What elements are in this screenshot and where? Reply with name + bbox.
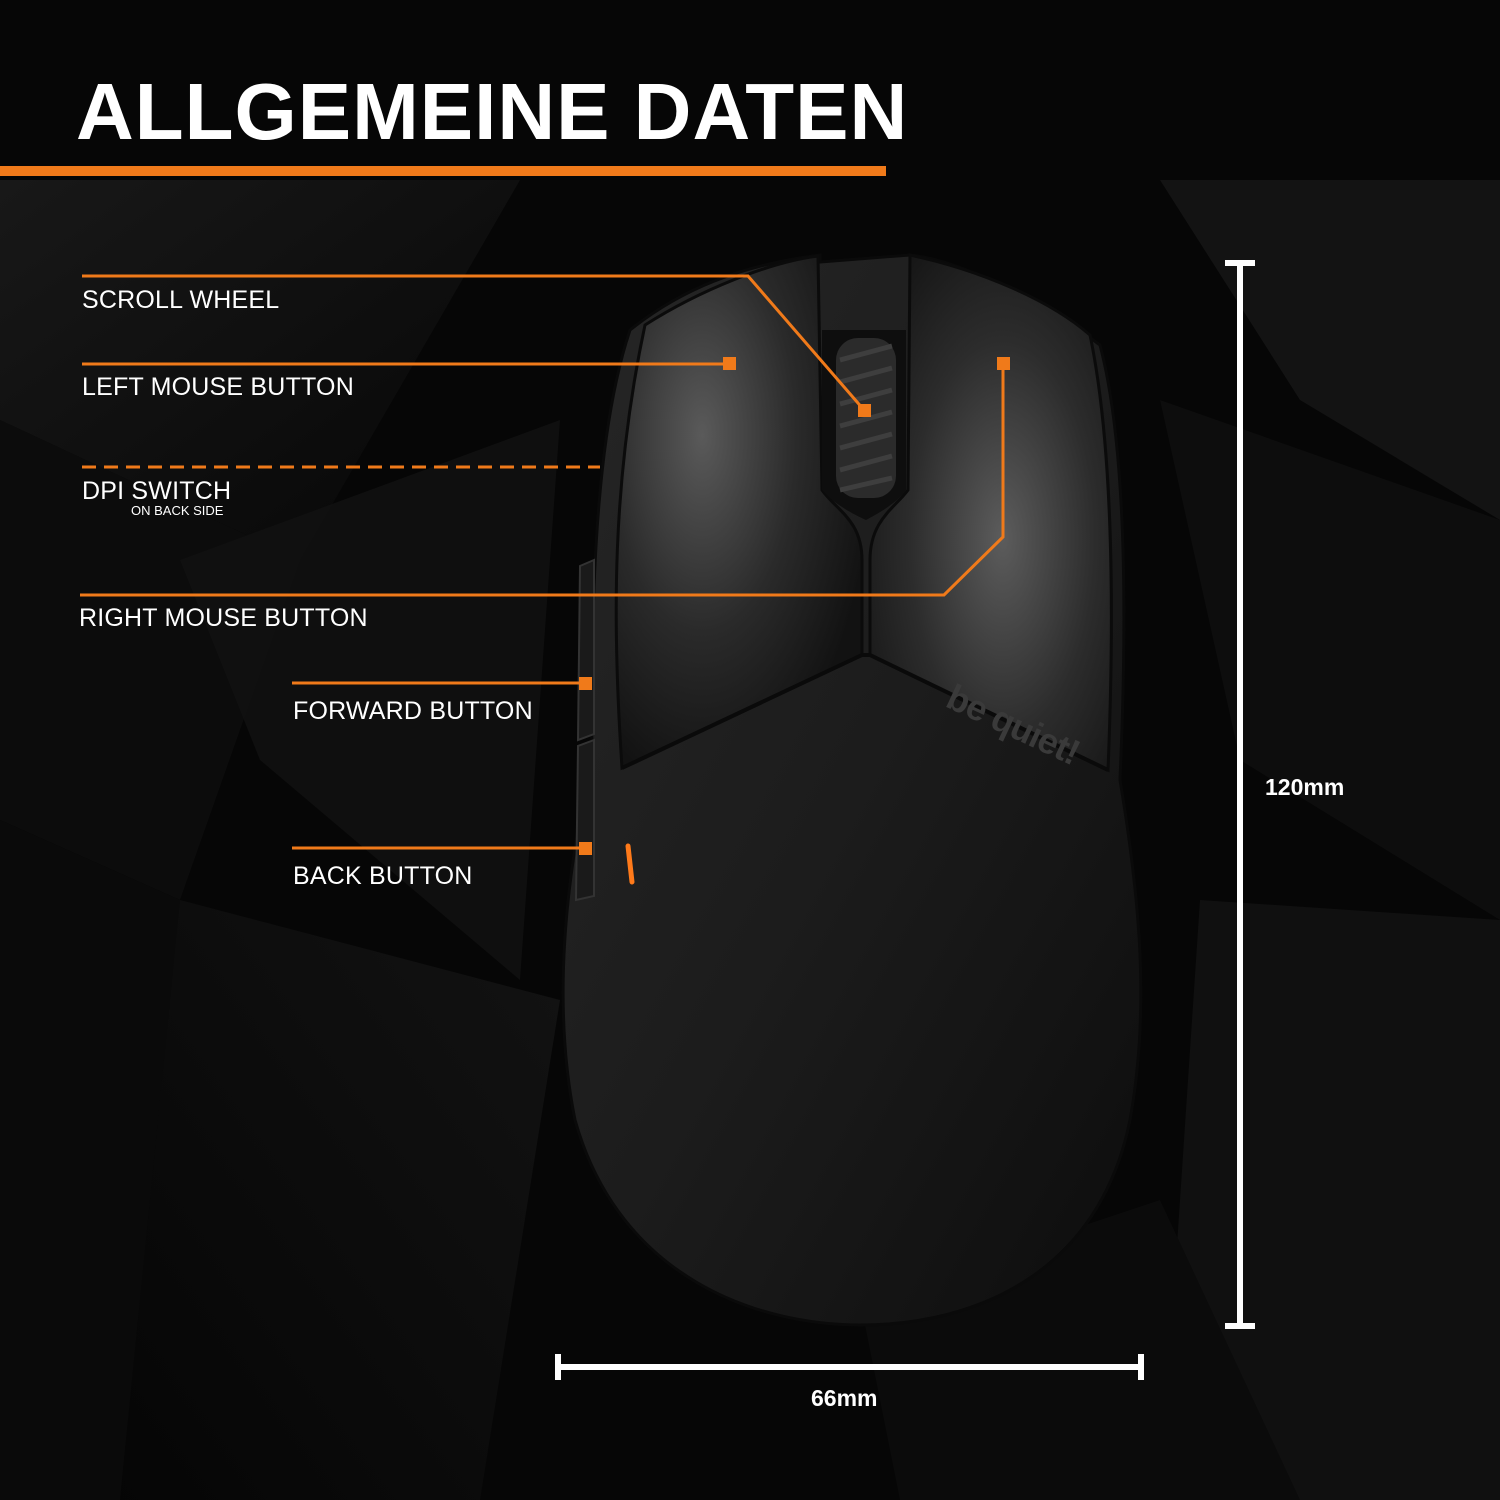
label-scroll-wheel: SCROLL WHEEL [82,286,280,314]
left-button-shell [614,254,864,771]
label-back-button: BACK BUTTON [293,862,473,890]
right-button-shell [868,253,1113,773]
led-indicator [625,843,635,885]
label-forward-button: FORWARD BUTTON [293,697,533,725]
title-underline [0,166,886,176]
width-dimension-label: 66mm [811,1385,878,1411]
right-button-leader [80,364,1005,597]
label-dpi-switch: DPI SWITCH [82,477,232,505]
label-left-mouse-button: LEFT MOUSE BUTTON [82,373,354,401]
scroll-wheel-leader [82,274,866,411]
label-right-mouse-button: RIGHT MOUSE BUTTON [79,604,368,632]
length-dimension-label: 120mm [1265,774,1345,800]
page-title: ALLGEMEINE DATEN [76,67,909,156]
side-forward-button [576,558,595,742]
label-dpi-switch-note: ON BACK SIDE [131,503,224,518]
side-back-button [574,738,595,902]
